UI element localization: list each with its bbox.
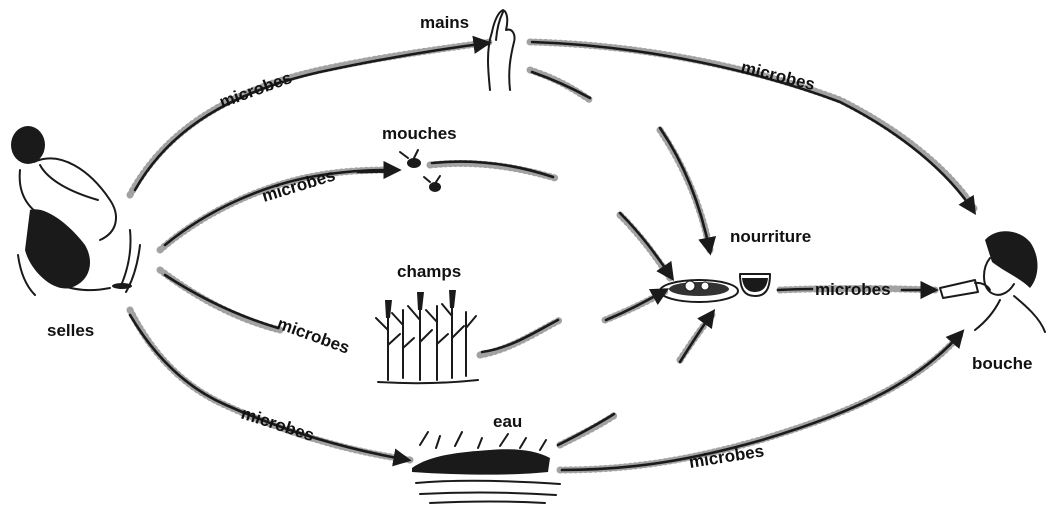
arrow-into-food-left (606, 290, 666, 320)
food-plate-icon (660, 280, 738, 302)
microbes-labels: microbes microbes microbes microbes micr… (217, 57, 891, 472)
arrow-food-to-mouth (778, 289, 812, 290)
node-label-food: nourriture (730, 227, 811, 246)
hand-icon (488, 10, 515, 90)
cup-icon (740, 274, 770, 296)
microbes-label-feces-hands: microbes (217, 68, 295, 112)
arrow-into-food-bottom (680, 312, 713, 362)
node-label-water: eau (493, 412, 522, 431)
node-label-fields: champs (397, 262, 461, 281)
microbes-label-feces-flies: microbes (260, 166, 338, 206)
node-label-mouth: bouche (972, 354, 1032, 373)
node-label-flies: mouches (382, 124, 457, 143)
microbes-label-hands-mouth: microbes (739, 57, 817, 94)
arrow-feces-to-water (130, 315, 408, 460)
node-label-feces: selles (47, 321, 94, 340)
arrow-water-stub (558, 414, 614, 445)
arrow-fields-stub (482, 320, 558, 352)
microbes-label-food-mouth: microbes (815, 280, 891, 299)
microbes-label-feces-water: microbes (239, 404, 317, 445)
node-label-hands: mains (420, 13, 469, 32)
water-icon (412, 432, 560, 503)
person-squatting-icon (11, 126, 140, 295)
microbes-label-feces-fields: microbes (275, 314, 353, 358)
crop-field-icon (376, 290, 478, 383)
arrow-food-to-mouth-lead (358, 171, 395, 172)
person-drinking-icon (940, 231, 1045, 332)
fly-icon (400, 150, 441, 192)
